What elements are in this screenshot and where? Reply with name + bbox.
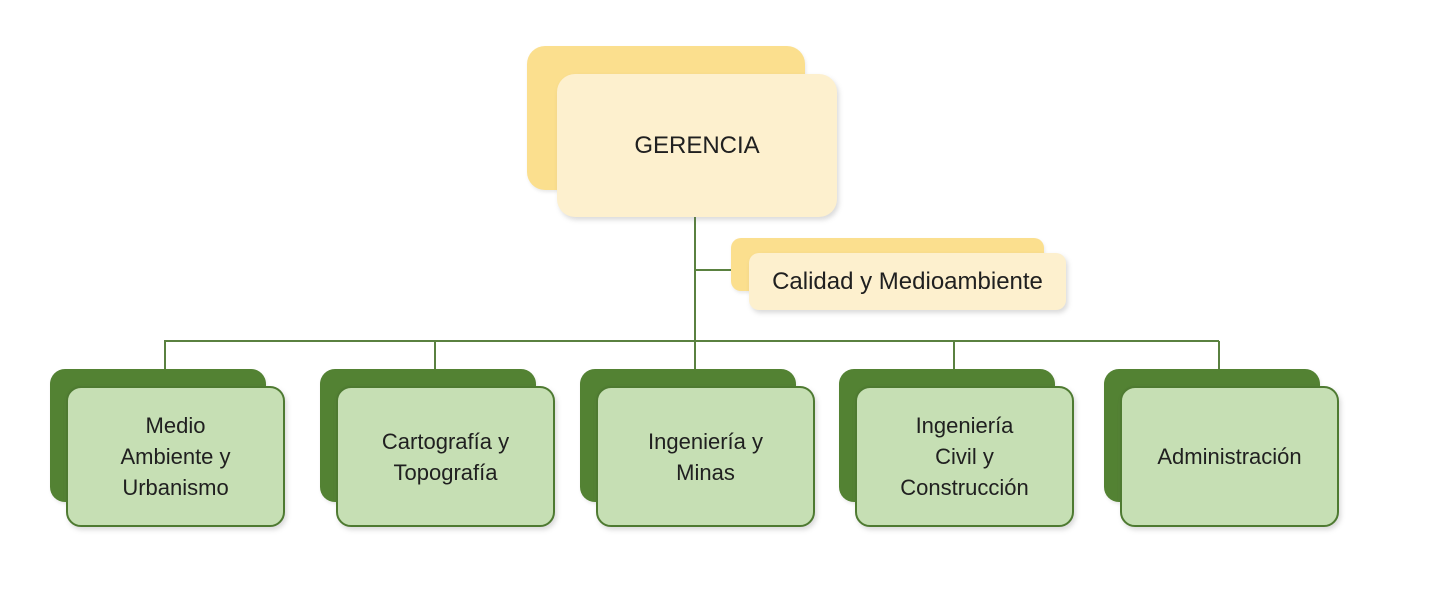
node-gerencia[interactable]: GERENCIA <box>557 74 837 217</box>
connector-drop-cartografia <box>434 341 436 370</box>
connector-drop-administracion <box>1218 341 1220 370</box>
connector-children-horizontal <box>164 340 1219 342</box>
node-ingenieria-civil-label: Ingeniería Civil y Construcción <box>900 413 1029 500</box>
node-cartografia-label: Cartografía y Topografía <box>381 428 510 485</box>
connector-drop-ingenieria-minas <box>694 341 696 370</box>
node-gerencia-label: GERENCIA <box>634 131 760 159</box>
node-calidad-label: Calidad y Medioambiente <box>772 267 1043 295</box>
node-administracion-label: Administración <box>1157 444 1302 469</box>
connector-drop-medio-ambiente <box>164 341 166 370</box>
node-calidad-medioambiente[interactable]: Calidad y Medioambiente <box>749 253 1066 310</box>
node-administracion[interactable]: Administración <box>1120 386 1339 527</box>
node-ingenieria-civil-construccion[interactable]: Ingeniería Civil y Construcción <box>855 386 1074 527</box>
connector-drop-ingenieria-civil <box>953 341 955 370</box>
node-medio-ambiente-label: Medio Ambiente y Urbanismo <box>120 413 231 500</box>
connector-assistant-branch <box>694 269 734 271</box>
node-cartografia-topografia[interactable]: Cartografía y Topografía <box>336 386 555 527</box>
node-ingenieria-minas[interactable]: Ingeniería y Minas <box>596 386 815 527</box>
node-ingenieria-minas-label: Ingeniería y Minas <box>648 428 763 485</box>
connector-root-vertical <box>694 217 696 341</box>
node-medio-ambiente-urbanismo[interactable]: Medio Ambiente y Urbanismo <box>66 386 285 527</box>
